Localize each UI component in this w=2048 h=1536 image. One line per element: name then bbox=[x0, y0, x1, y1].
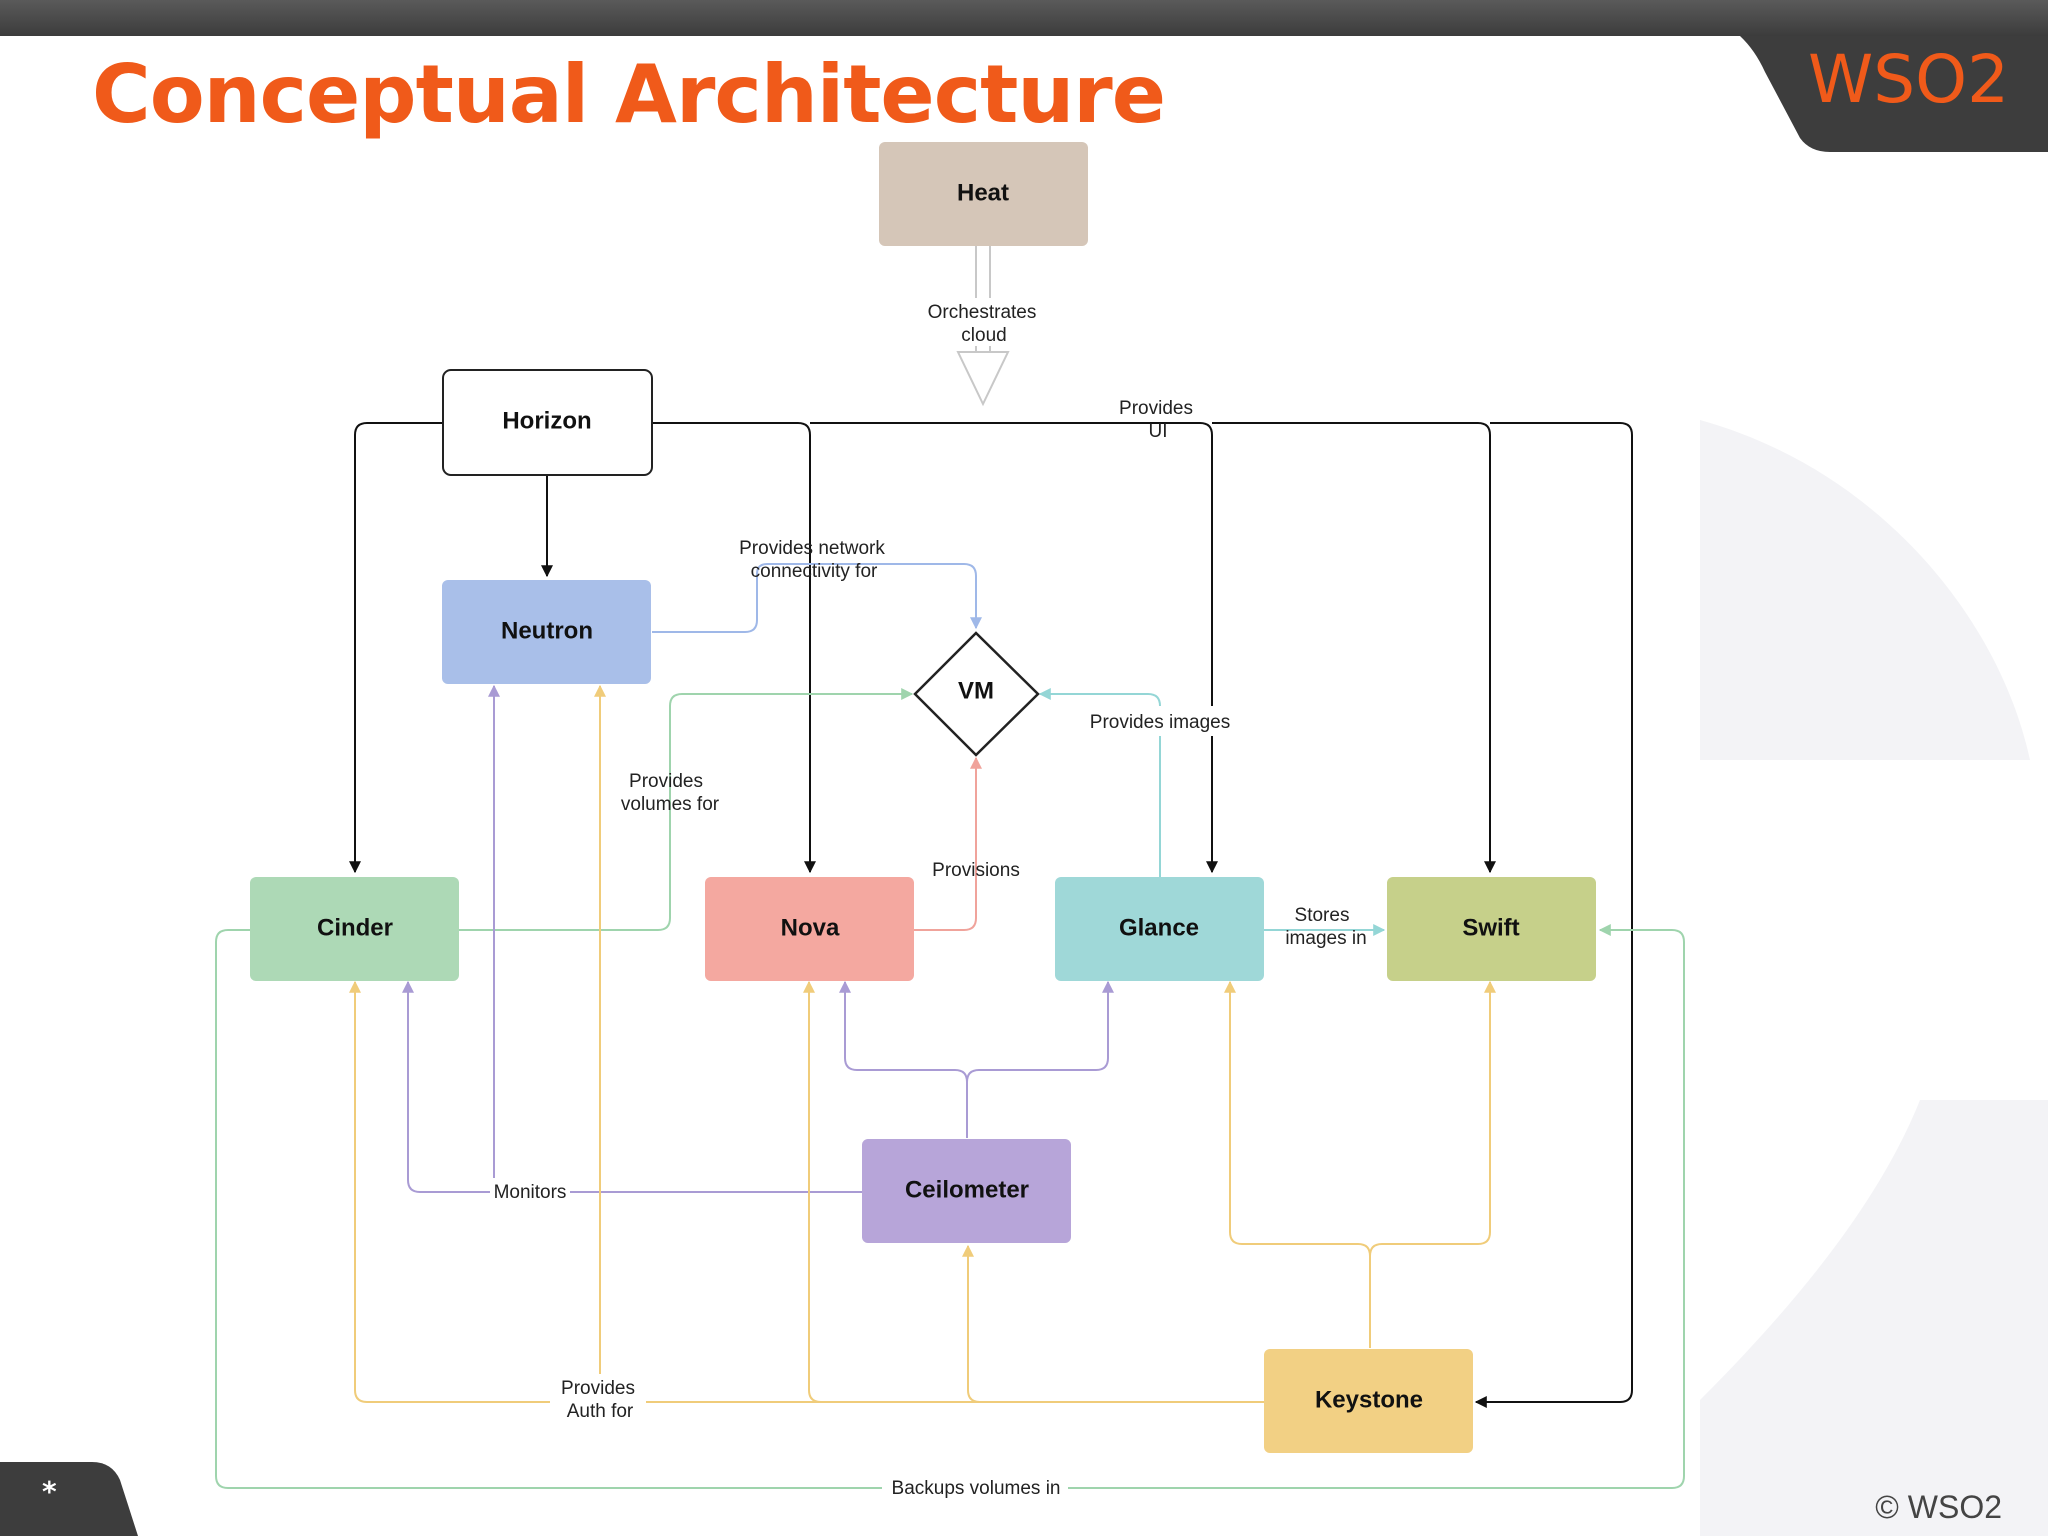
label-network-line1: Provides network bbox=[739, 538, 885, 559]
label-auth-line1: Provides bbox=[561, 1378, 635, 1399]
edge-glance-images-vm bbox=[1038, 688, 1161, 878]
node-nova: Nova bbox=[705, 877, 914, 981]
label-volumes-line1: Provides bbox=[629, 771, 703, 792]
node-swift-label: Swift bbox=[1462, 914, 1519, 941]
node-swift: Swift bbox=[1387, 877, 1596, 981]
label-orchestrates-line2: cloud bbox=[961, 325, 1006, 346]
label-orchestrates-line1: Orchestrates bbox=[928, 302, 1037, 323]
label-stores-line2: images in bbox=[1285, 928, 1366, 949]
edge-labels: Orchestrates cloud Provides UI Provides … bbox=[490, 298, 1367, 1502]
page-marker: * bbox=[42, 1475, 57, 1508]
node-glance: Glance bbox=[1055, 877, 1264, 981]
label-stores-line1: Stores bbox=[1295, 905, 1350, 926]
node-vm: VM bbox=[913, 631, 1040, 757]
node-horizon-label: Horizon bbox=[502, 407, 591, 434]
label-provides-ui-line2: UI bbox=[1149, 421, 1168, 442]
label-auth-line2: Auth for bbox=[567, 1401, 634, 1422]
edge-ceilometer-monitors bbox=[402, 684, 1114, 1193]
label-provides-ui-line1: Provides bbox=[1119, 398, 1193, 419]
edge-cinder-volumes-vm bbox=[459, 688, 914, 931]
node-glance-label: Glance bbox=[1119, 914, 1199, 941]
label-volumes-line2: volumes for bbox=[621, 794, 720, 815]
label-network-line2: connectivity for bbox=[751, 561, 878, 582]
label-provides-images: Provides images bbox=[1090, 712, 1230, 733]
node-ceilometer: Ceilometer bbox=[862, 1139, 1071, 1243]
label-provisions: Provisions bbox=[932, 860, 1020, 881]
brand-logo-wordmark: WSO2 bbox=[1808, 41, 2009, 118]
node-horizon: Horizon bbox=[442, 369, 653, 476]
node-keystone: Keystone bbox=[1264, 1349, 1473, 1453]
node-heat-label: Heat bbox=[957, 179, 1009, 206]
copyright-text: © WSO2 bbox=[1875, 1489, 2002, 1525]
edge-neutron-network-vm bbox=[652, 563, 982, 633]
edge-horizon-provides-ui bbox=[349, 422, 1633, 1408]
node-cinder-label: Cinder bbox=[317, 914, 393, 941]
node-ceilometer-label: Ceilometer bbox=[905, 1176, 1029, 1203]
top-bar bbox=[0, 0, 2048, 36]
node-vm-label: VM bbox=[958, 677, 994, 704]
edge-keystone-auth bbox=[349, 684, 1496, 1403]
brand-logo: WSO2 bbox=[1740, 36, 2048, 152]
node-keystone-label: Keystone bbox=[1315, 1386, 1423, 1413]
node-heat: Heat bbox=[879, 142, 1088, 246]
node-neutron: Neutron bbox=[442, 580, 651, 684]
page-tab bbox=[0, 1462, 138, 1536]
node-cinder: Cinder bbox=[250, 877, 459, 981]
edge-nova-provisions-vm bbox=[914, 756, 982, 931]
label-backups: Backups volumes in bbox=[892, 1478, 1061, 1499]
label-monitors: Monitors bbox=[494, 1182, 567, 1203]
node-neutron-label: Neutron bbox=[501, 617, 593, 644]
slide-title: Conceptual Architecture bbox=[92, 48, 1166, 141]
background-watermark bbox=[1700, 420, 2048, 1536]
node-nova-label: Nova bbox=[781, 914, 840, 941]
